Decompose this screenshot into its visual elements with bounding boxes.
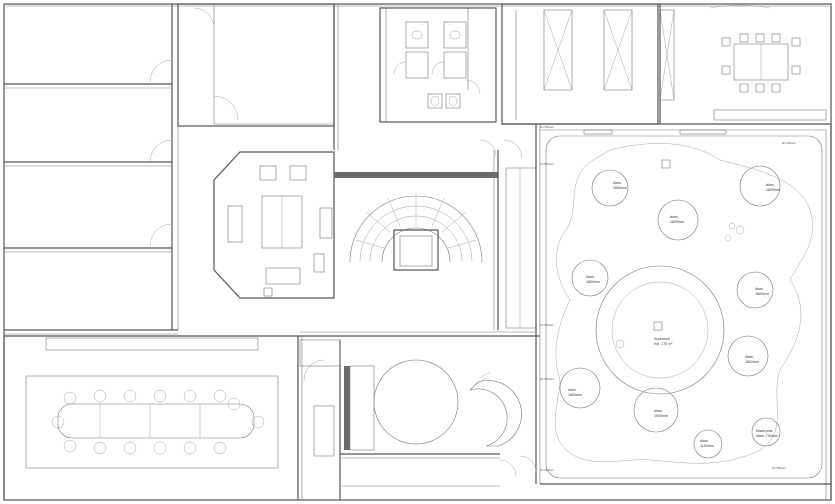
dim-label: H=730mm [540, 468, 554, 472]
open-workspace [540, 124, 832, 500]
wc-block [379, 7, 497, 123]
table-label: 1800mm [766, 188, 780, 192]
dim-label: H=730mm [540, 323, 554, 327]
corridor-strip [479, 124, 541, 484]
spiral-stair-room [334, 150, 499, 330]
planter-label: diam. 700mm [756, 434, 778, 438]
table-label: diam. [568, 388, 577, 392]
area-label: Ext. 175 m² [654, 342, 673, 346]
table-label: 1100mm [700, 444, 714, 448]
table-label: 1800mm [568, 393, 582, 397]
left-offices [4, 4, 179, 335]
dim-label: H=730mm [772, 466, 786, 470]
table-label: diam. [613, 181, 622, 185]
top-middle-rooms [177, 3, 339, 150]
table-label: diam. [755, 287, 764, 291]
dim-label: H=730mm [782, 141, 796, 145]
table-label: diam. [654, 409, 663, 413]
table-label: 1800mm [745, 360, 759, 364]
storage-room [501, 3, 831, 125]
area-label: Sunbench [654, 337, 670, 341]
lounge-octagon [213, 151, 335, 299]
conference-room [3, 336, 303, 500]
table-label: 1800mm [586, 280, 600, 284]
table-label: 1800mm [755, 292, 769, 296]
dim-label: H=730mm [540, 377, 554, 381]
table-label: diam. [766, 183, 775, 187]
table-label: 1500mm [654, 414, 668, 418]
meeting-room-top [659, 4, 827, 124]
table-label: diam. [586, 275, 595, 279]
planter-label: flowerpots [756, 429, 773, 433]
table-label: 1800mm [613, 186, 627, 190]
table-label: diam. [700, 439, 709, 443]
table-label: 1800mm [670, 220, 684, 224]
dim-label: H=730mm [540, 125, 554, 129]
table-label: diam. [745, 355, 754, 359]
dim-label: H=730mm [540, 162, 554, 166]
table-label: diam. [670, 215, 679, 219]
entry-lobby [299, 339, 537, 500]
